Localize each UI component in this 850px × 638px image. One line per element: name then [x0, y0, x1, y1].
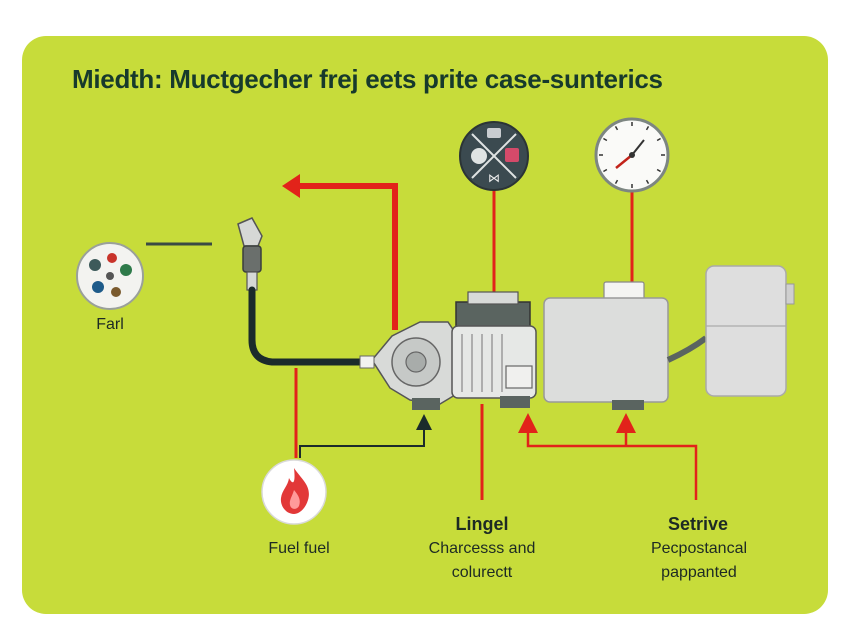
gauge-tick [603, 168, 608, 173]
label-right-line2: pappanted [661, 564, 737, 581]
label-center-line2: colurectt [451, 564, 513, 581]
pump-motor-icon [359, 291, 537, 410]
label-flame: Fuel fuel [268, 540, 330, 557]
label-left-icon: Farl [96, 316, 124, 333]
tank-icon [543, 281, 708, 410]
coin-icon [76, 242, 144, 310]
gauge-icon [594, 117, 670, 282]
label-center-heading: Lingel [455, 514, 509, 534]
return-flow-arrow [292, 183, 398, 330]
fuel-flow-line [299, 414, 432, 458]
gauge-tick [614, 179, 619, 184]
gauge-tick [645, 126, 650, 131]
svg-text:⋈: ⋈ [488, 171, 500, 185]
return-arrowhead [282, 174, 300, 198]
flame-icon [261, 459, 327, 525]
tank-cabinet [705, 265, 795, 397]
fuel-nozzle-icon [237, 217, 263, 291]
label-right-line1: Pecpostancal [650, 540, 748, 557]
gauge-tick [656, 137, 661, 142]
gauge-tick [603, 137, 608, 142]
label-center-line1: Charcesss and [428, 540, 536, 557]
right-red-feedback [518, 413, 698, 500]
control-icon: ⋈ [459, 121, 529, 305]
fuel-hose [248, 286, 382, 366]
gauge-tick [656, 168, 661, 173]
gauge-tick [614, 126, 619, 131]
gauge-tick [645, 179, 650, 184]
label-right-heading: Setrive [667, 514, 729, 534]
page-title: Miedth: Muctgecher frej eets prite case-… [72, 64, 663, 94]
